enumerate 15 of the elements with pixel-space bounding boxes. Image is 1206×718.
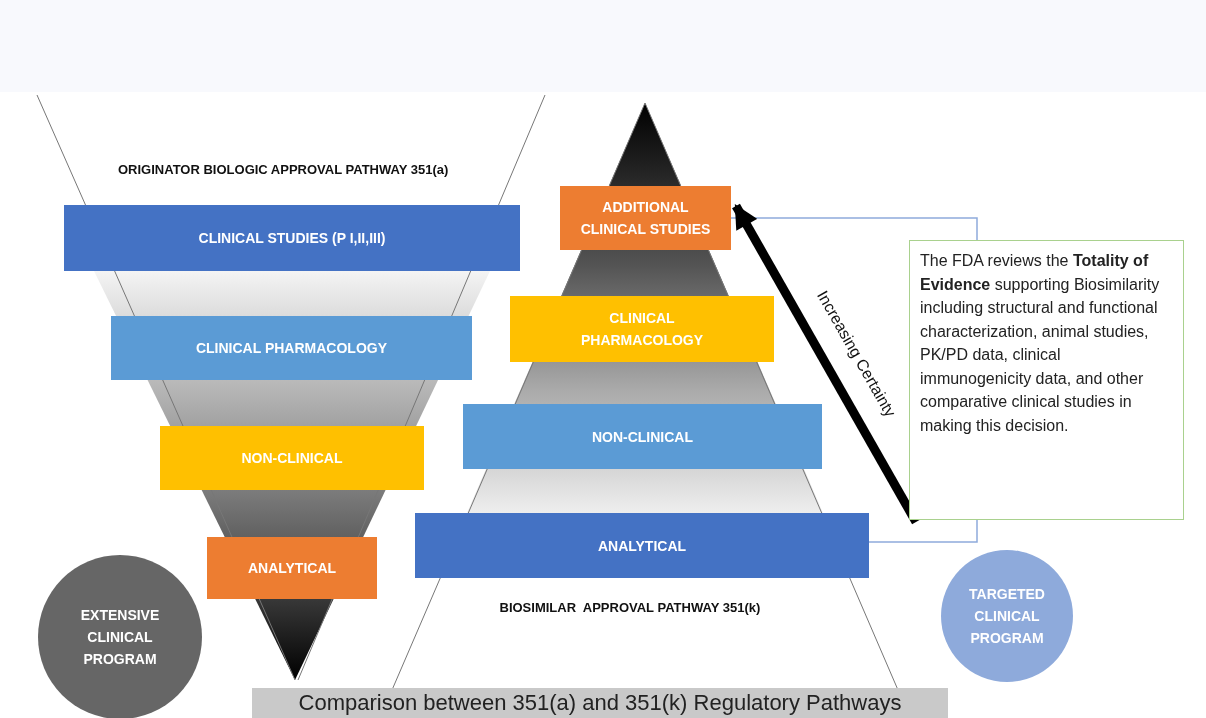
stage-band: CLINICAL STUDIES (P I,II,III) xyxy=(64,205,520,271)
stage-band: ANALYTICAL xyxy=(207,537,377,599)
pathway-title: BIOSIMILAR APPROVAL PATHWAY 351(k) xyxy=(499,600,761,615)
stage-band: ADDITIONAL CLINICAL STUDIES xyxy=(560,186,731,250)
stage-band: ANALYTICAL xyxy=(415,513,869,578)
note-box: The FDA reviews the Totality of Evidence supporting Biosimilarity including structural and functional characterization, animal studies, PK/PD data, clinical immunogenicity data, and other comparative clinical studies in making this decision. xyxy=(909,240,1184,520)
stage-band: NON-CLINICAL xyxy=(463,404,822,469)
stage-band: NON-CLINICAL xyxy=(160,426,424,490)
stage-band: CLINICAL PHARMACOLOGY xyxy=(111,316,472,380)
program-circle: EXTENSIVE CLINICAL PROGRAM xyxy=(38,555,202,718)
caption: Comparison between 351(a) and 351(k) Regulatory Pathways xyxy=(252,688,948,718)
stage-band: CLINICAL PHARMACOLOGY xyxy=(510,296,774,362)
pathway-title: ORIGINATOR BIOLOGIC APPROVAL PATHWAY 351(a) xyxy=(118,162,449,177)
program-circle: TARGETED CLINICAL PROGRAM xyxy=(941,550,1073,682)
arrow xyxy=(732,203,920,525)
